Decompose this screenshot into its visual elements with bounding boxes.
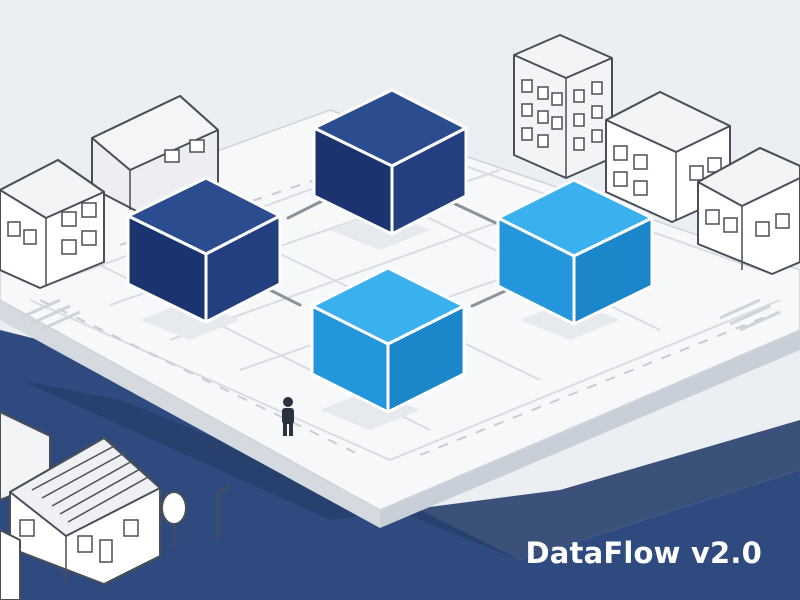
apartment-building xyxy=(513,34,613,179)
block-dark-left xyxy=(126,176,282,324)
block-dark-top xyxy=(312,88,468,236)
product-title: DataFlow v2.0 xyxy=(525,536,762,570)
ground-area xyxy=(0,330,800,600)
house-right-front xyxy=(697,147,800,275)
crosswalks xyxy=(19,298,781,332)
person-figure xyxy=(282,397,294,436)
tree xyxy=(161,491,187,548)
house-left-front xyxy=(0,159,105,289)
street-lamp xyxy=(217,485,231,540)
platform-shadow xyxy=(20,380,800,560)
block-light-right xyxy=(496,178,654,326)
platform-side-right xyxy=(380,330,800,528)
block-light-front xyxy=(310,266,466,414)
platform-side-left xyxy=(0,300,380,528)
house-bottom-left xyxy=(0,411,161,600)
